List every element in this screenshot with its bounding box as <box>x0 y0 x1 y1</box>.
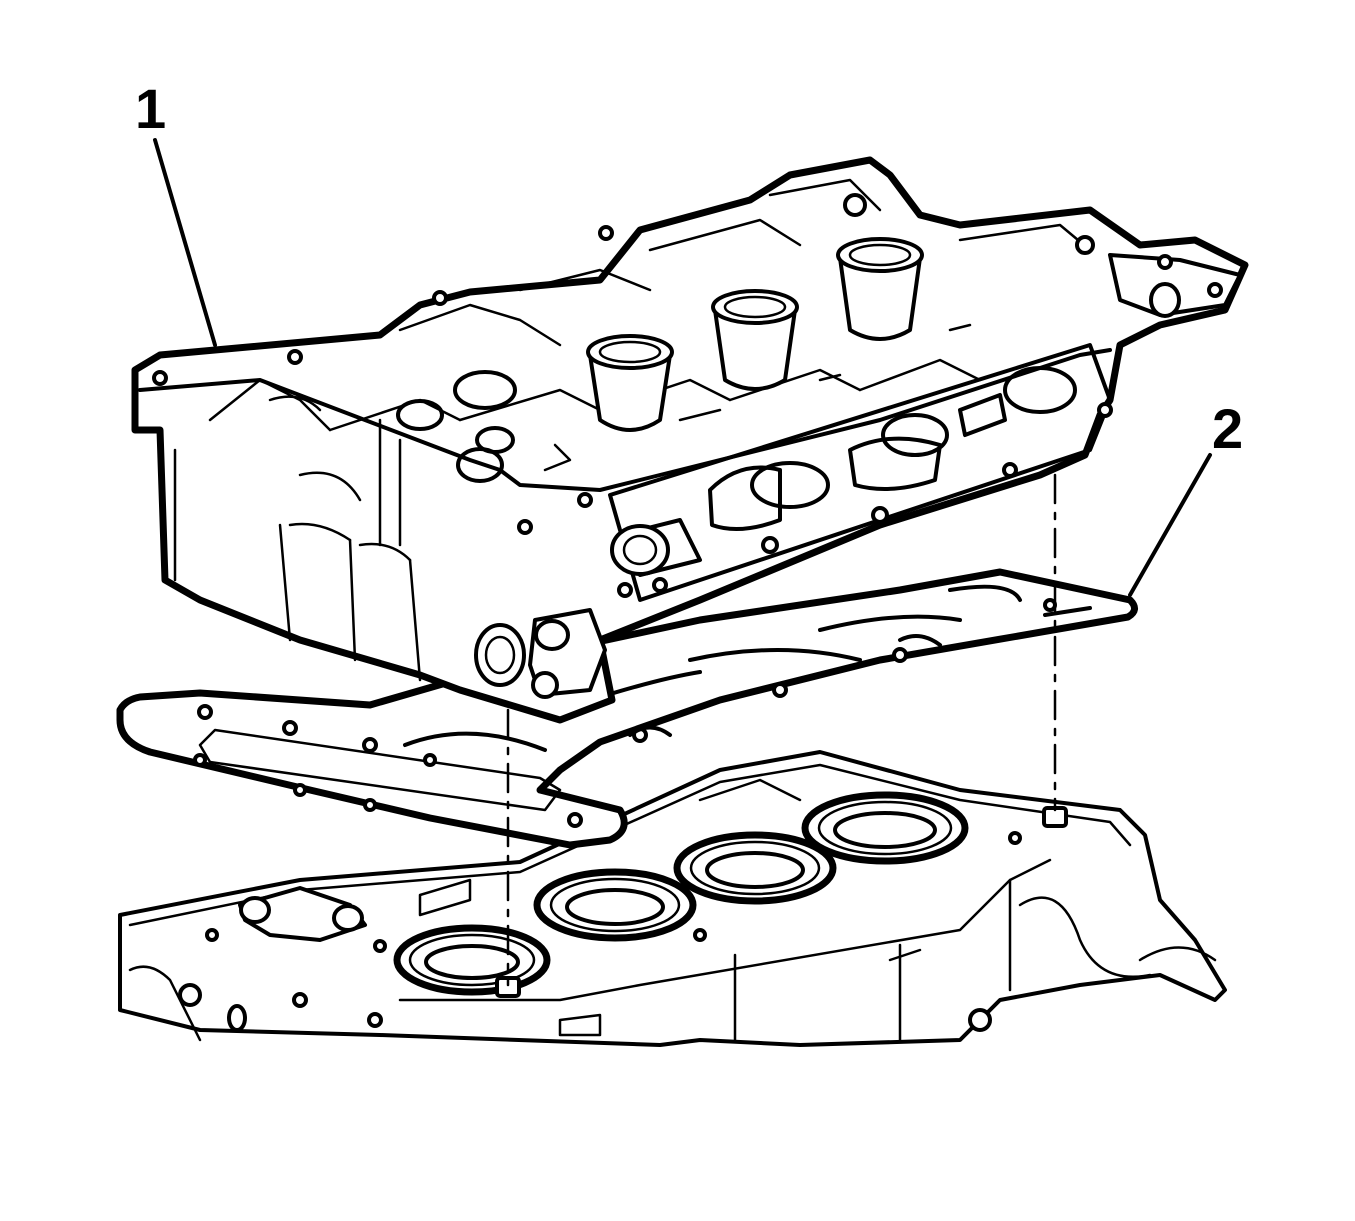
cylinder-bore-2 <box>533 868 697 942</box>
coolant-outlet <box>610 518 702 577</box>
cylinder-bore-4 <box>801 791 969 865</box>
cylinder-head <box>131 156 1249 724</box>
cylinder-bore-3 <box>673 831 837 905</box>
front-sensor <box>474 608 607 699</box>
port-openings <box>708 366 1077 531</box>
spark-plug-tube-3 <box>836 237 924 341</box>
spark-plug-tube-1 <box>586 334 674 432</box>
callout-2-leader <box>1128 453 1212 597</box>
callout-1-label: 1 <box>135 77 166 140</box>
spark-plug-tube-2 <box>711 289 799 391</box>
head-gasket <box>116 568 1138 849</box>
dowel-pin-front <box>495 976 521 998</box>
engine-block <box>118 750 1227 1047</box>
callout-1-leader <box>153 138 217 347</box>
alignment-lines <box>506 473 1057 987</box>
cylinder-bore-1 <box>393 924 551 996</box>
callout-2-label: 2 <box>1212 397 1243 460</box>
